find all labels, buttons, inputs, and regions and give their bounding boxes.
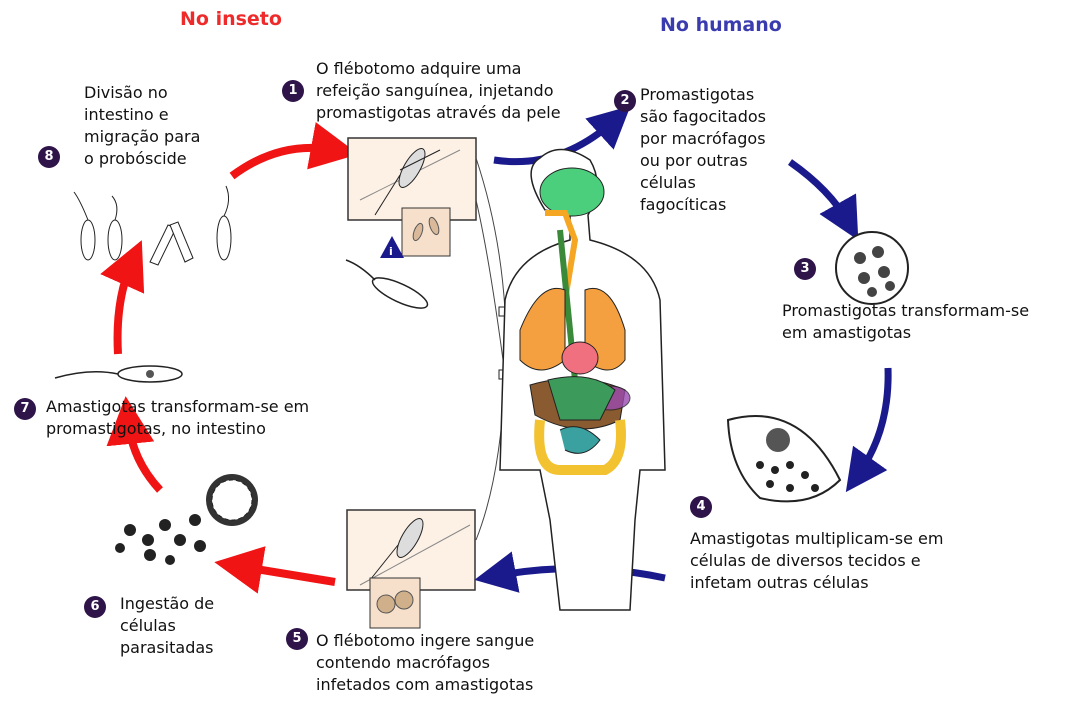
step-4-label: Amastigotas multiplicam-se em células de… bbox=[690, 528, 943, 594]
info-letter: i bbox=[389, 245, 393, 258]
step-2-badge: 2 bbox=[614, 90, 636, 112]
macrophage-cell bbox=[836, 232, 908, 304]
dividing-promastigotes bbox=[74, 186, 231, 265]
sandfly-ingesting-box bbox=[347, 510, 475, 628]
step-3-badge: 3 bbox=[794, 258, 816, 280]
step-4-badge: 4 bbox=[690, 496, 712, 518]
infected-tissue-cell bbox=[728, 416, 840, 501]
promastigote-elongated bbox=[55, 366, 182, 382]
step-3-label: Promastigotas transformam-se em amastigo… bbox=[782, 300, 1029, 344]
step-1-badge: 1 bbox=[282, 80, 304, 102]
human-figure bbox=[500, 149, 665, 610]
step-6-label: Ingestão de células parasitadas bbox=[120, 593, 214, 659]
step-5-badge: 5 bbox=[286, 628, 308, 650]
step-7-label: Amastigotas transformam-se em promastigo… bbox=[46, 396, 309, 440]
step-1-label: O flébotomo adquire uma refeição sanguín… bbox=[316, 58, 561, 124]
arrow-2-to-3 bbox=[790, 162, 848, 222]
step-7-badge: 7 bbox=[14, 398, 36, 420]
promastigote bbox=[369, 272, 431, 314]
arrow-8-to-1 bbox=[232, 148, 335, 176]
arrow-5-to-6 bbox=[238, 566, 335, 582]
arrow-7-to-8 bbox=[118, 262, 132, 354]
step-6-badge: 6 bbox=[84, 596, 106, 618]
step-8-label: Divisão no intestino e migração para o p… bbox=[84, 82, 200, 170]
arrow-3-to-4 bbox=[858, 368, 888, 475]
step-8-badge: 8 bbox=[38, 146, 60, 168]
sandfly-feeding-box bbox=[348, 138, 476, 256]
step-2-label: Promastigotas são fagocitados por macróf… bbox=[640, 84, 766, 216]
step-5-label: O flébotomo ingere sangue contendo macró… bbox=[316, 630, 534, 696]
ingested-cells bbox=[115, 474, 258, 565]
